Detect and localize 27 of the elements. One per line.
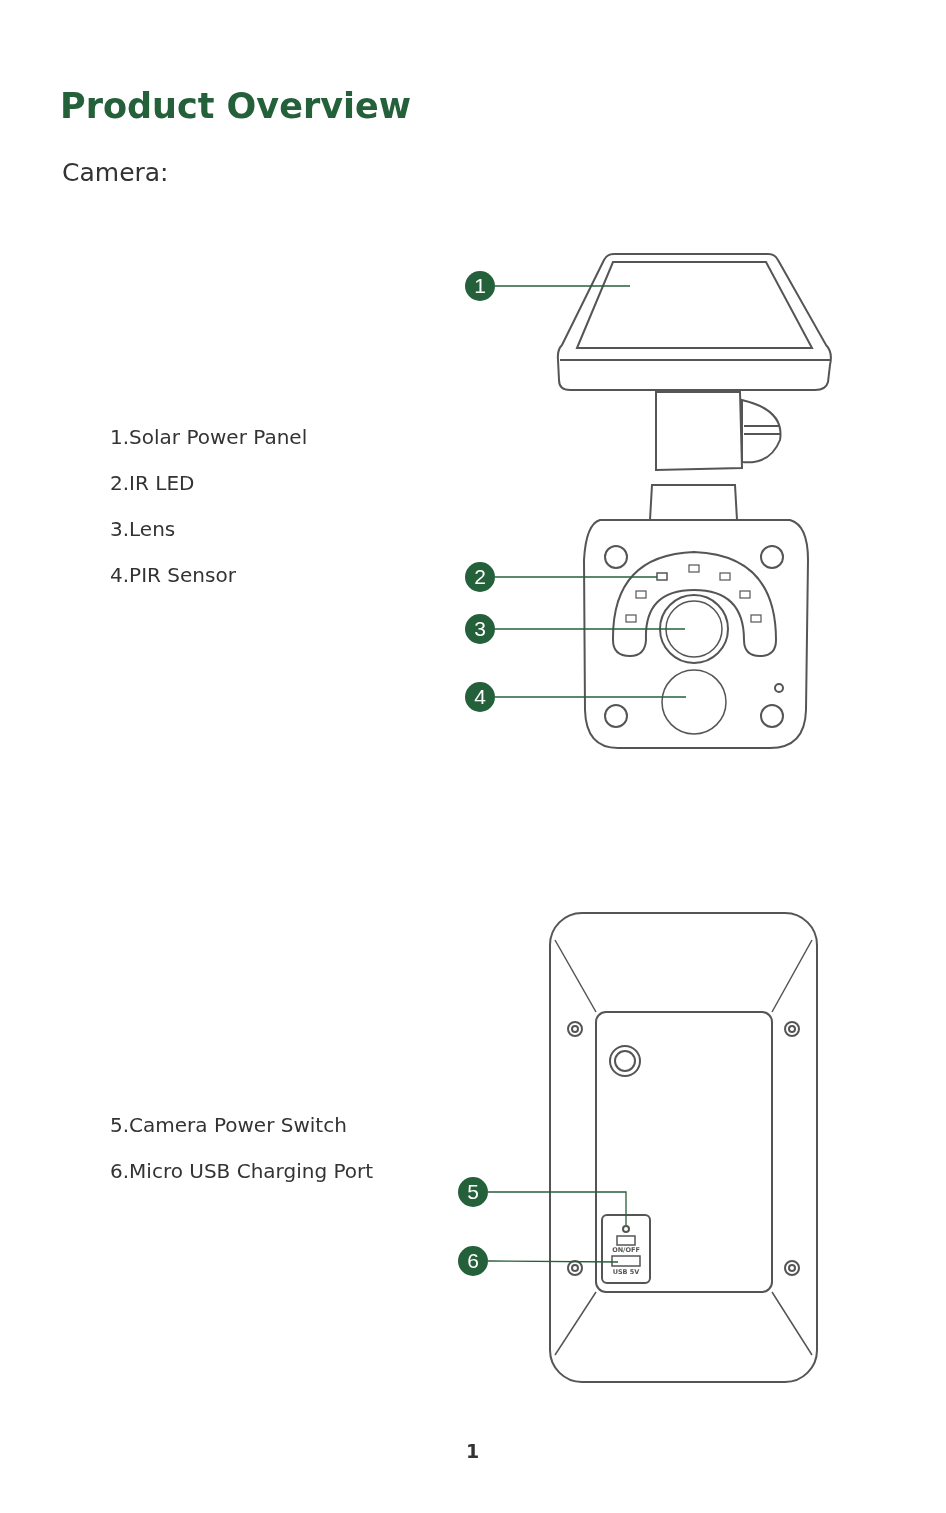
leader-line [494,576,658,578]
leader-line [487,1191,627,1226]
part-name: 4.PIR Sensor [110,563,236,587]
lens [665,600,723,658]
callout-number: 1 [465,271,495,301]
power-switch [616,1235,636,1246]
solar-panel [575,261,814,349]
callout-number: 5 [458,1177,488,1207]
callout-number: 6 [458,1246,488,1276]
leader-line [494,285,631,287]
part-name: 1.Solar Power Panel [110,425,308,449]
part-name: 5.Camera Power Switch [110,1113,347,1137]
part-name: 2.IR LED [110,471,195,495]
page-title: Product Overview [60,86,412,126]
pir-sensor [661,669,727,735]
page-number: 1 [466,1440,480,1462]
callout-number: 2 [465,562,495,592]
leader-line [494,696,687,698]
callout-number: 3 [465,614,495,644]
callout-number: 4 [465,682,495,712]
leader-line [487,1260,619,1263]
part-name: 6.Micro USB Charging Port [110,1159,374,1183]
part-name: 3.Lens [110,517,176,541]
ir-led [656,572,668,581]
leader-line [494,628,686,630]
usb-port [611,1255,641,1267]
section-heading: Camera: [62,158,169,187]
